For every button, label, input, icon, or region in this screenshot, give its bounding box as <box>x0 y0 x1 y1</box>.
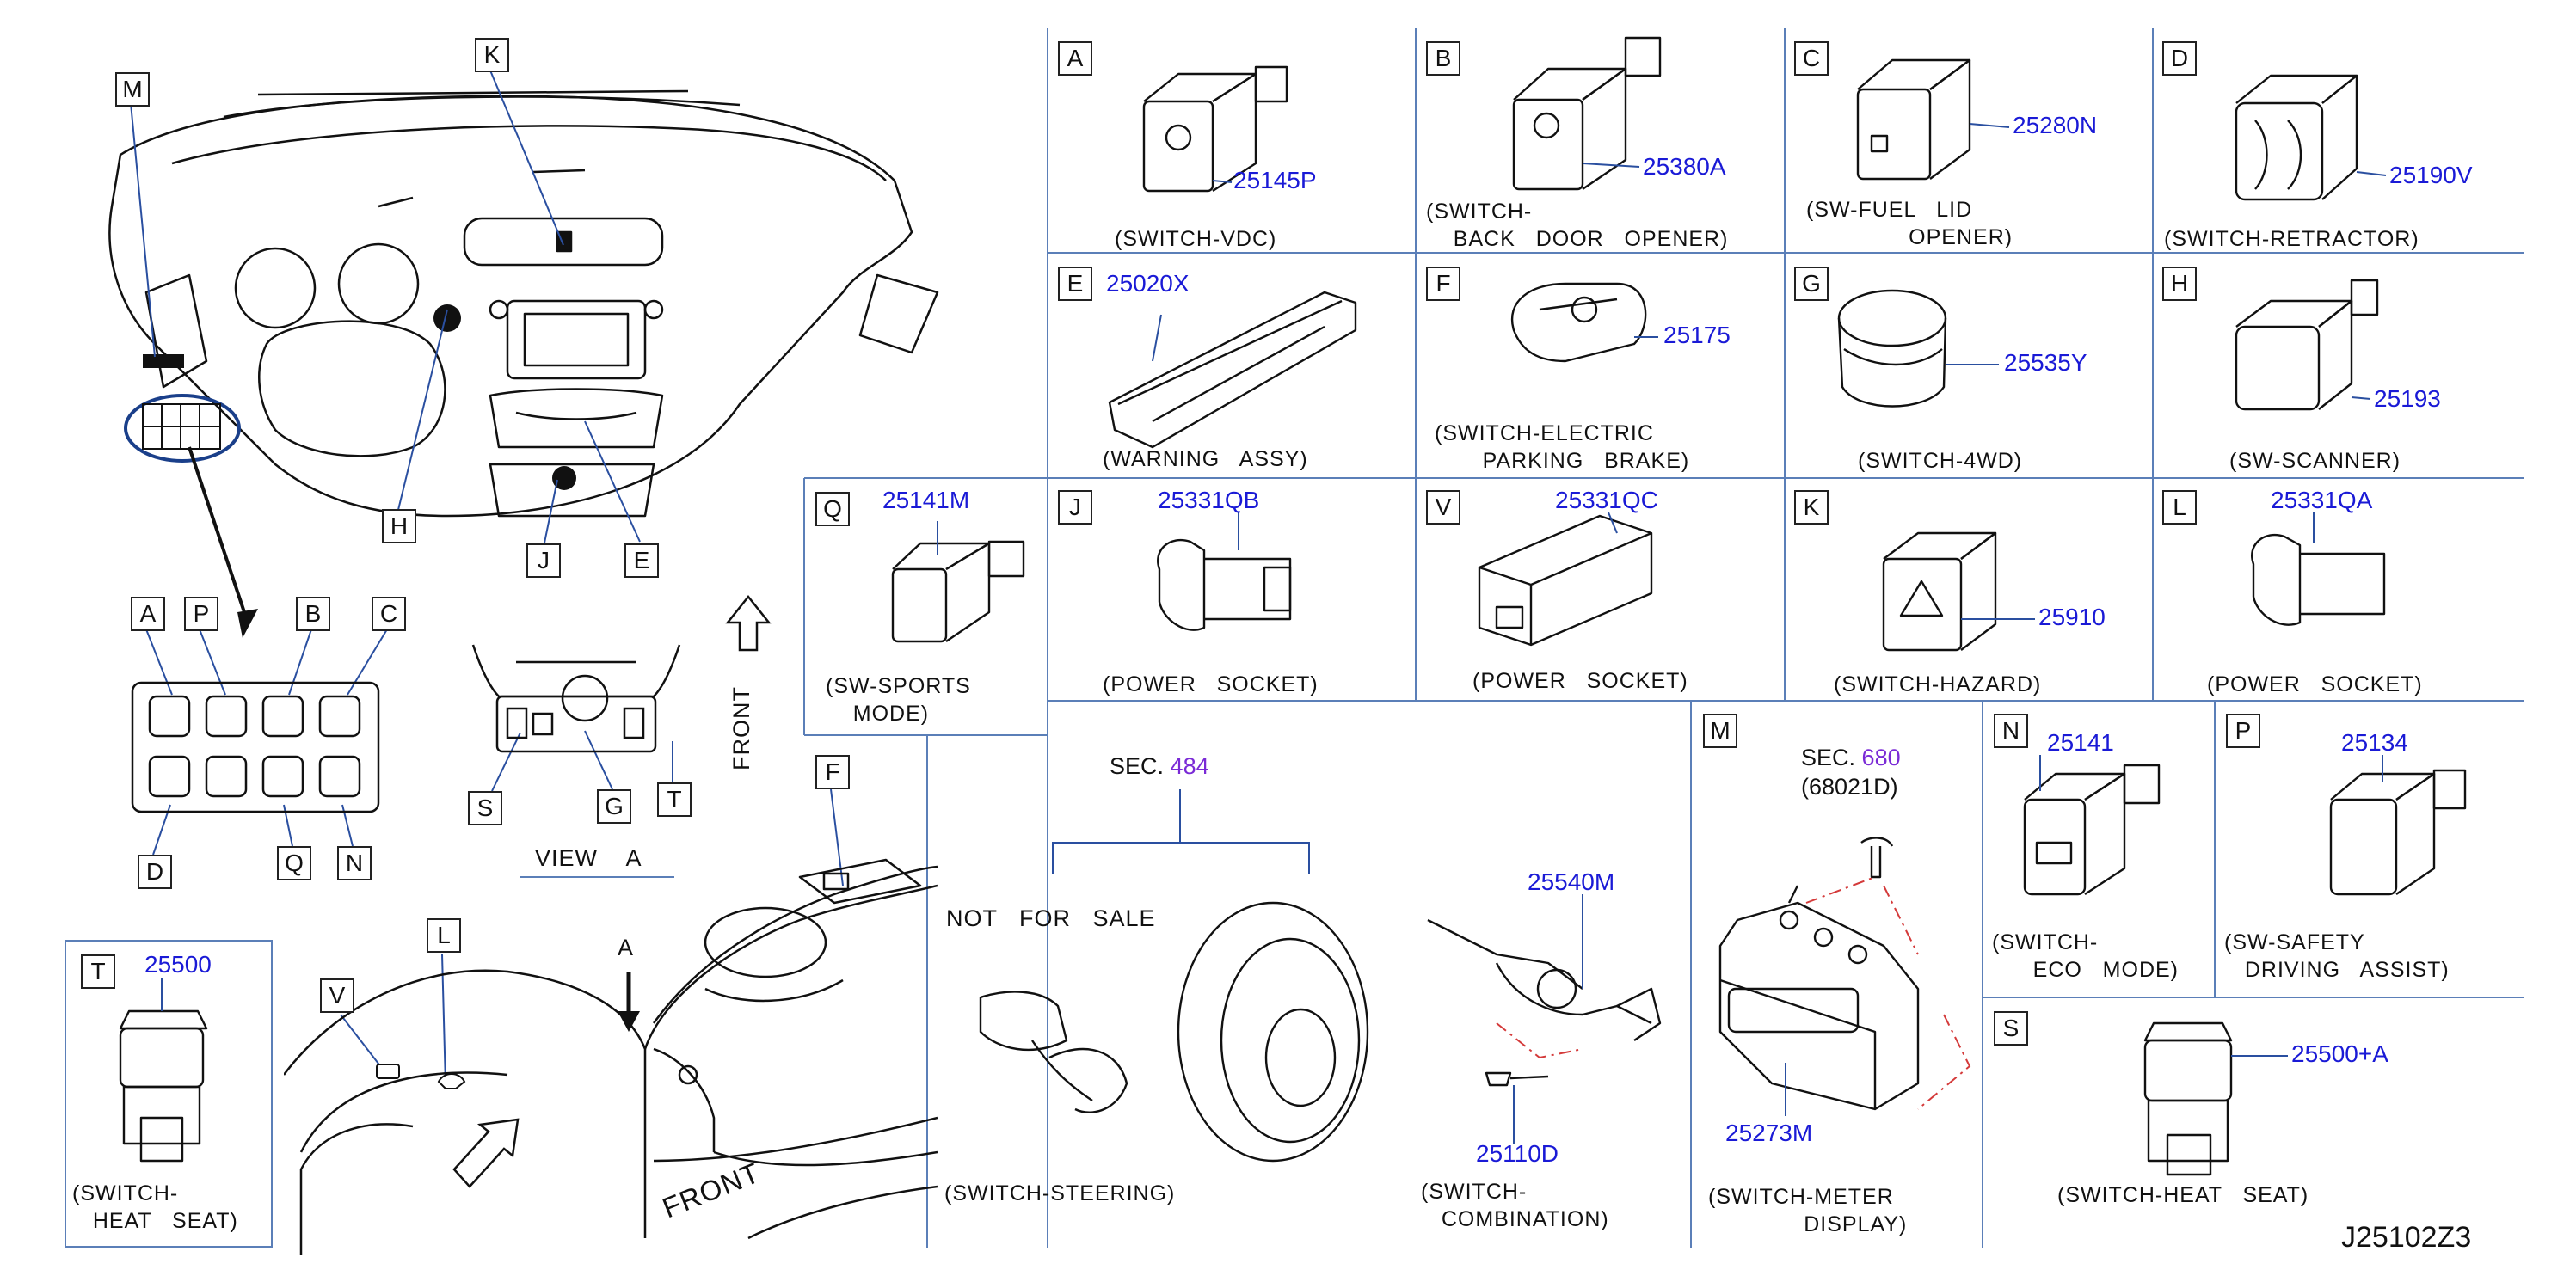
panel-key-E: E <box>1058 267 1092 301</box>
callout-M: M <box>115 72 150 107</box>
part-number-combination-screw: 25110D <box>1476 1140 1559 1167</box>
callout-V-console: V <box>320 978 354 1013</box>
part-number-combination: 25540M <box>1528 868 1615 895</box>
part-number-S: 25500+A <box>2291 1040 2388 1067</box>
panel-key-G: G <box>1794 267 1829 301</box>
part-number-Q: 25141M <box>882 487 970 513</box>
desc-C: (SW-FUEL LID OPENER) <box>1806 198 2013 249</box>
desc-F: (SWITCH-ELECTRIC PARKING BRAKE) <box>1435 421 1690 473</box>
callout-G: G <box>597 789 631 824</box>
part-number-L: 25331QA <box>2271 487 2373 513</box>
desc-G: (SWITCH-4WD) <box>1858 449 2023 473</box>
part-number-F: 25175 <box>1663 322 1731 348</box>
center-console-illustration <box>284 858 938 1255</box>
desc-T: (SWITCH- HEAT SEAT) <box>72 1181 238 1233</box>
part-number-H: 25193 <box>2374 385 2441 412</box>
part-number-V: 25331QC <box>1555 487 1658 513</box>
desc-V: (POWER SOCKET) <box>1472 669 1688 693</box>
callout-C: C <box>372 597 406 631</box>
part-number-G: 25535Y <box>2004 349 2087 376</box>
meter-section-ref: SEC. 680 <box>1801 745 1901 770</box>
panel-key-T: T <box>81 954 115 989</box>
arrow-a-label: A <box>618 935 635 960</box>
meter-section-sub: (68021D) <box>1801 774 1898 800</box>
desc-E: (WARNING ASSY) <box>1103 447 1308 471</box>
desc-D: (SWITCH-RETRACTOR) <box>2164 227 2419 251</box>
callout-A: A <box>131 597 165 631</box>
desc-M: (SWITCH-METER DISPLAY) <box>1708 1185 1908 1236</box>
switch-bank-detail <box>131 681 380 813</box>
callout-K: K <box>475 38 509 72</box>
desc-J: (POWER SOCKET) <box>1103 672 1319 696</box>
part-number-D: 25190V <box>2389 162 2473 188</box>
callout-E: E <box>624 543 659 578</box>
view-a-label: VIEW A <box>535 845 642 871</box>
desc-Q: (SW-SPORTS MODE) <box>826 674 971 726</box>
dashboard-illustration <box>108 89 939 518</box>
view-a-console <box>471 644 681 753</box>
desc-B: (SWITCH- BACK DOOR OPENER) <box>1426 199 1729 251</box>
panel-key-Q: Q <box>815 492 850 526</box>
panel-key-M: M <box>1703 714 1737 748</box>
panel-key-C: C <box>1794 41 1829 76</box>
part-number-B: 25380A <box>1643 153 1726 180</box>
panel-key-B: B <box>1426 41 1460 76</box>
panel-key-P: P <box>2226 714 2260 748</box>
callout-L-console: L <box>427 918 461 953</box>
callout-F-console: F <box>815 755 850 789</box>
desc-S: (SWITCH-HEAT SEAT) <box>2057 1183 2309 1207</box>
part-number-J: 25331QB <box>1158 487 1260 513</box>
callout-T: T <box>657 782 692 817</box>
panel-key-N: N <box>1994 714 2028 748</box>
panel-key-F: F <box>1426 267 1460 301</box>
desc-A: (SWITCH-VDC) <box>1115 227 1277 251</box>
panel-key-L: L <box>2162 490 2197 525</box>
part-number-K: 25910 <box>2038 604 2106 630</box>
panel-key-S: S <box>1994 1011 2028 1046</box>
panel-key-K: K <box>1794 490 1829 525</box>
panel-key-H: H <box>2162 267 2197 301</box>
part-number-C: 25280N <box>2013 112 2098 138</box>
part-number-P: 25134 <box>2341 729 2408 756</box>
callout-P: P <box>184 597 218 631</box>
diagram-id: J25102Z3 <box>2341 1221 2472 1254</box>
callout-N: N <box>337 846 372 880</box>
desc-L: (POWER SOCKET) <box>2207 672 2423 696</box>
front-arrow-up-icon <box>725 594 772 652</box>
desc-H: (SW-SCANNER) <box>2229 449 2401 473</box>
part-number-A: 25145P <box>1233 167 1317 193</box>
callout-D: D <box>138 855 172 889</box>
panel-key-D: D <box>2162 41 2197 76</box>
steering-section-ref: SEC. 484 <box>1110 753 1209 779</box>
callout-B: B <box>296 597 330 631</box>
panel-key-A: A <box>1058 41 1092 76</box>
panel-key-J: J <box>1058 490 1092 525</box>
not-for-sale-label: NOT FOR SALE <box>946 905 1156 931</box>
desc-steering: (SWITCH-STEERING) <box>944 1181 1176 1205</box>
desc-N: (SWITCH- ECO MODE) <box>1992 930 2179 982</box>
desc-P: (SW-SAFETY DRIVING ASSIST) <box>2224 930 2450 982</box>
callout-Q: Q <box>277 846 311 880</box>
part-number-E: 25020X <box>1106 270 1190 297</box>
desc-K: (SWITCH-HAZARD) <box>1834 672 2042 696</box>
callout-S: S <box>468 791 502 825</box>
part-number-M: 25273M <box>1725 1120 1813 1146</box>
callout-J: J <box>526 543 561 578</box>
part-number-N: 25141 <box>2047 729 2114 756</box>
panel-key-V: V <box>1426 490 1460 525</box>
part-number-T: 25500 <box>144 951 212 978</box>
callout-H: H <box>382 509 416 543</box>
desc-combination: (SWITCH- COMBINATION) <box>1421 1180 1609 1231</box>
